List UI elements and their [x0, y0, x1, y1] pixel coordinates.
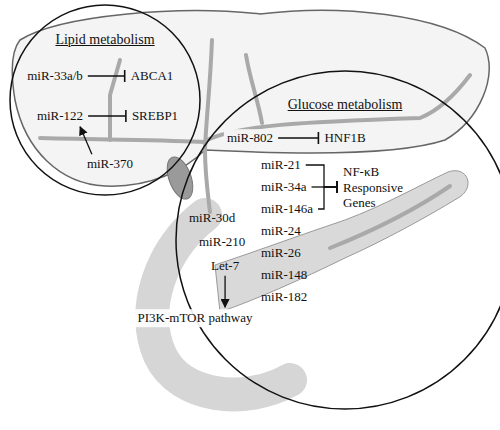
- liver: [12, 10, 489, 186]
- pancreas: [215, 171, 468, 312]
- gallbladder: [162, 154, 198, 203]
- connector: [80, 127, 92, 154]
- inhibition-bar: [318, 132, 320, 144]
- inhibition-bar: [336, 181, 338, 193]
- mirna-label: miR-30d: [186, 209, 238, 227]
- lipid-region-circle: Lipid metabolism miR-33a/b ABCA1 miR-122 SRE…: [9, 4, 201, 196]
- label-text: miR-210: [199, 234, 245, 250]
- mirna-label: miR-26: [258, 244, 304, 262]
- gene-group-label: NF-κB Responsive Genes: [340, 163, 420, 212]
- label-text: PI3K-mTOR pathway: [138, 310, 253, 326]
- glucose-region-circle: Glucose metabolism miR-802 HNF1B miR-21 NF-κ…: [175, 70, 500, 410]
- region-circle-line: [10, 5, 200, 195]
- label-text: miR-182: [261, 289, 307, 305]
- bile-duct: [246, 55, 262, 123]
- mirna-label: miR-210: [196, 233, 248, 251]
- connector: [88, 70, 125, 82]
- mirna-label: miR-370: [84, 155, 136, 173]
- region-circle-line: [176, 71, 500, 409]
- label-text: miR-146a: [261, 201, 313, 217]
- mirna-label: miR-182: [258, 288, 310, 306]
- mirna-label: miR-146a: [258, 200, 316, 218]
- label-text: miR-30d: [189, 210, 235, 226]
- gene-label: ABCA1: [128, 67, 177, 85]
- label-text: miR-148: [261, 267, 307, 283]
- label-text: HNF1B: [324, 130, 365, 146]
- connector-line: [224, 276, 225, 307]
- region-heading: Glucose metabolism: [288, 97, 403, 113]
- connector: [225, 276, 226, 307]
- label-text: miR-24: [261, 223, 301, 239]
- mirna-label: miR-33a/b: [24, 67, 86, 85]
- connector-line: [278, 137, 318, 138]
- inhibition-bar: [125, 110, 127, 122]
- connector-line: [306, 165, 337, 187]
- inhibition-bar: [336, 181, 338, 193]
- connector: [318, 181, 337, 209]
- mirna-label: miR-122: [34, 107, 86, 125]
- pathway-label: PI3K-mTOR pathway: [135, 309, 256, 327]
- region-heading: Lipid metabolism: [55, 32, 154, 48]
- label-text: Let-7: [211, 258, 239, 274]
- label-text: miR-802: [227, 130, 273, 146]
- gene-label: HNF1B: [321, 129, 368, 147]
- label-text: miR-370: [87, 156, 133, 172]
- gene-label: SREBP1: [129, 107, 181, 125]
- mirna-label: miR-21: [258, 156, 304, 174]
- mirna-label: miR-148: [258, 266, 310, 284]
- label-text: SREBP1: [132, 108, 178, 124]
- bile-duct: [40, 138, 205, 142]
- connector: [278, 132, 318, 144]
- connector-line: [318, 187, 337, 209]
- mirna-label: miR-802: [224, 129, 276, 147]
- connector: [306, 165, 337, 193]
- label-text: miR-21: [261, 157, 301, 173]
- connector: [88, 110, 126, 122]
- connector-line: [88, 115, 126, 116]
- mirna-label: miR-34a: [258, 178, 310, 196]
- connector-line: [80, 127, 92, 154]
- label-text: miR-26: [261, 245, 301, 261]
- label-text: miR-34a: [261, 179, 307, 195]
- inhibition-bar: [124, 70, 126, 82]
- label-text: NF-κB Responsive Genes: [343, 164, 417, 211]
- bile-duct: [205, 40, 212, 212]
- connector-line: [88, 75, 125, 76]
- label-text: miR-122: [37, 108, 83, 124]
- bile-duct: [110, 60, 120, 140]
- inhibition-bar: [336, 181, 338, 193]
- mirna-label: Let-7: [208, 257, 242, 275]
- label-text: miR-33a/b: [27, 68, 83, 84]
- label-text: ABCA1: [131, 68, 174, 84]
- mirna-label: miR-24: [258, 222, 304, 240]
